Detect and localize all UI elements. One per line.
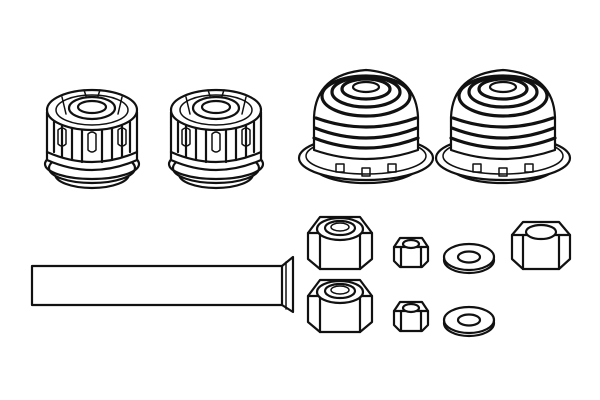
- ribbed-bushing-1: [297, 68, 435, 185]
- flat-washer-2: [442, 305, 496, 338]
- small-hex-nut-2: [392, 300, 430, 333]
- small-hex-nut-1: [392, 236, 430, 269]
- slotted-bushing-1: [43, 88, 141, 190]
- sleeve: [30, 255, 295, 314]
- large-lock-nut-1: [306, 215, 374, 271]
- slotted-bushing-2: [167, 88, 265, 190]
- large-lock-nut-2: [306, 278, 374, 334]
- flat-washer-1: [442, 242, 496, 275]
- ribbed-bushing-2: [434, 68, 572, 185]
- hex-nut: [510, 220, 572, 271]
